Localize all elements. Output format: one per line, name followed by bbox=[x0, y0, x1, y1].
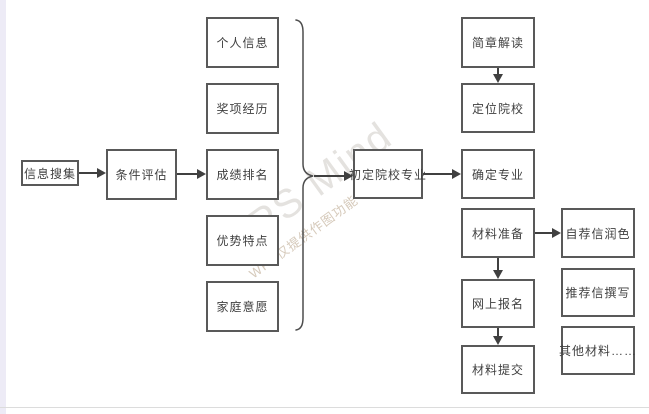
arrowhead-icon bbox=[552, 228, 561, 238]
connector-line bbox=[177, 173, 198, 175]
flow-node-recommendation-letter[interactable]: 推荐信撰写 bbox=[561, 268, 635, 317]
flow-node-preliminary-school-major[interactable]: 初定院校专业 bbox=[349, 149, 426, 199]
flow-node-grade-ranking[interactable]: 成绩排名 bbox=[206, 149, 279, 200]
flow-node-family-wishes[interactable]: 家庭意愿 bbox=[206, 281, 279, 332]
flow-node-label: 推荐信撰写 bbox=[565, 286, 631, 300]
flow-node-label: 奖项经历 bbox=[216, 102, 269, 116]
flow-node-label: 确定专业 bbox=[471, 167, 524, 182]
connector-line bbox=[497, 68, 499, 75]
arrowhead-icon bbox=[97, 168, 106, 178]
flow-node-info-collection[interactable]: 信息搜集 bbox=[21, 160, 79, 186]
flow-node-label: 自荐信润色 bbox=[565, 226, 631, 241]
flow-node-target-schools[interactable]: 定位院校 bbox=[461, 83, 535, 133]
grouping-brace-icon bbox=[295, 19, 314, 331]
flow-node-label: 初定院校专业 bbox=[349, 167, 428, 182]
arrowhead-icon bbox=[493, 270, 503, 279]
flow-node-strength-traits[interactable]: 优势特点 bbox=[206, 215, 279, 266]
flow-node-material-preparation[interactable]: 材料准备 bbox=[461, 208, 535, 258]
flow-node-material-submission[interactable]: 材料提交 bbox=[461, 345, 535, 394]
flow-node-label: 成绩排名 bbox=[216, 168, 269, 182]
flow-node-label: 个人信息 bbox=[216, 36, 269, 50]
flow-node-label: 材料提交 bbox=[471, 363, 524, 377]
page-left-strip bbox=[0, 0, 6, 414]
connector-line bbox=[79, 172, 98, 174]
connector-line bbox=[497, 258, 499, 271]
flow-node-label: 优势特点 bbox=[216, 234, 269, 248]
flow-node-label: 条件评估 bbox=[115, 168, 168, 182]
flow-node-condition-evaluation[interactable]: 条件评估 bbox=[106, 149, 177, 200]
flow-node-label: 定位院校 bbox=[471, 101, 524, 116]
flow-node-label: 简章解读 bbox=[471, 36, 524, 50]
connector-line bbox=[314, 175, 345, 177]
connector-line bbox=[423, 173, 453, 175]
arrowhead-icon bbox=[452, 169, 461, 179]
flow-node-personal-info[interactable]: 个人信息 bbox=[206, 17, 279, 68]
flow-node-online-registration[interactable]: 网上报名 bbox=[461, 279, 535, 328]
arrowhead-icon bbox=[197, 169, 206, 179]
flow-node-awards-experience[interactable]: 奖项经历 bbox=[206, 83, 279, 134]
arrowhead-icon bbox=[493, 74, 503, 83]
arrowhead-icon bbox=[344, 171, 353, 181]
flow-node-self-letter-polish[interactable]: 自荐信润色 bbox=[561, 208, 635, 258]
flow-node-label: 网上报名 bbox=[471, 297, 524, 311]
connector-line bbox=[497, 328, 499, 337]
flow-node-brochure-interpretation[interactable]: 简章解读 bbox=[461, 17, 535, 68]
flow-node-other-materials[interactable]: 其他材料…… bbox=[559, 326, 638, 375]
flow-node-label: 家庭意愿 bbox=[216, 300, 269, 314]
connector-line bbox=[535, 232, 553, 234]
flow-node-label: 其他材料…… bbox=[559, 344, 638, 358]
flow-node-label: 材料准备 bbox=[471, 226, 524, 241]
flow-node-confirm-major[interactable]: 确定专业 bbox=[461, 149, 535, 199]
arrowhead-icon bbox=[493, 336, 503, 345]
flow-node-label: 信息搜集 bbox=[23, 166, 76, 181]
page-bottom-divider bbox=[0, 407, 649, 408]
